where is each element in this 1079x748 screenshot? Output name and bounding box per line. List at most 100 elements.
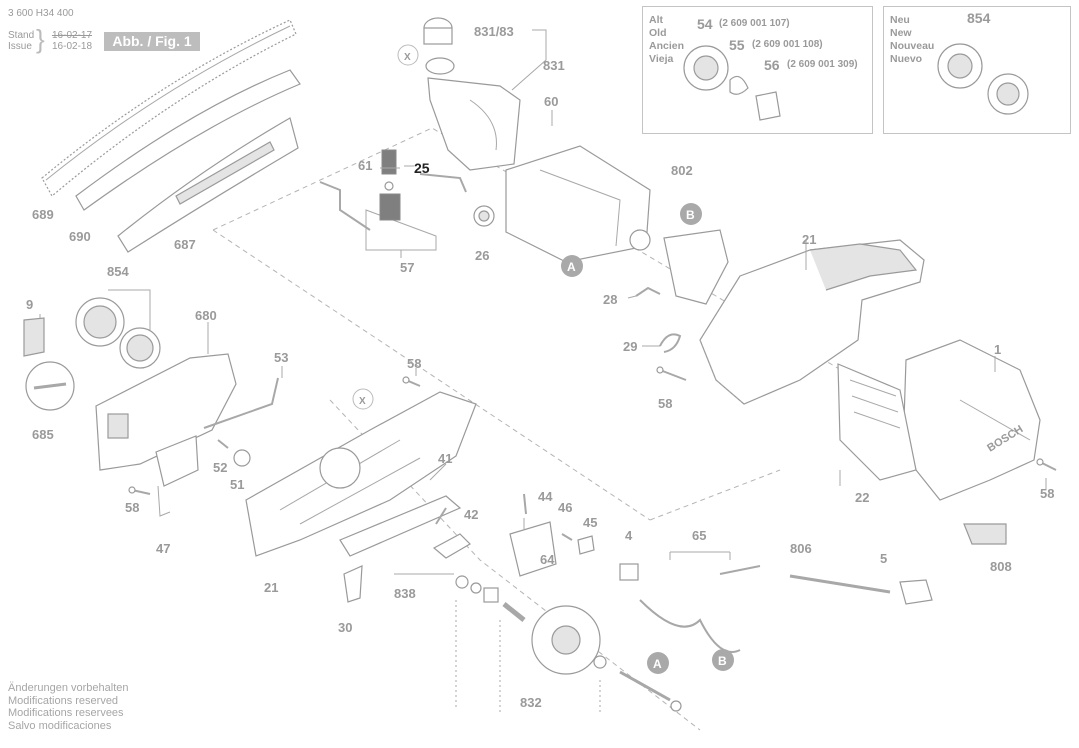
part-label-854: 854 <box>107 264 129 279</box>
part-label-57: 57 <box>400 260 414 275</box>
switch-part-64 <box>509 521 557 577</box>
part-label-53: 53 <box>274 350 288 365</box>
clamp-part-30 <box>343 565 363 603</box>
issue-label: Issue <box>8 41 32 52</box>
lang-label-es: Vieja <box>649 53 674 65</box>
part-label-689: 689 <box>32 207 54 222</box>
screw-part-58-mid <box>656 366 687 381</box>
screw-part-58-left <box>128 486 151 495</box>
chain-cover-part-680 <box>95 353 237 471</box>
motor-assembly <box>473 145 651 263</box>
lang-label-fr: Ancien <box>649 40 685 52</box>
screw-part-58-center <box>402 376 421 387</box>
part-label-61: 61 <box>358 158 372 173</box>
x-marker-label: X <box>359 396 366 407</box>
part-label-831: 831 <box>543 58 565 73</box>
part-label-58-right: 58 <box>1040 486 1054 501</box>
cable-part-806 <box>789 574 891 594</box>
a-marker-label: A <box>567 260 576 274</box>
part-label-5: 5 <box>880 551 887 566</box>
part-code-55: (2 609 001 108) <box>752 39 823 50</box>
part-label-832: 832 <box>520 695 542 710</box>
part-label-54: 54 <box>697 16 713 32</box>
date-new: 16-02-18 <box>52 41 93 52</box>
gear-train-part-832 <box>455 575 682 712</box>
part-label-21-top: 21 <box>802 232 816 247</box>
part-label-64: 64 <box>540 552 555 567</box>
lang-label-es: Nuevo <box>890 53 923 65</box>
notice-line-en: Modifications reserved <box>8 694 119 707</box>
button-part-45 <box>577 535 595 555</box>
part-label-831-83: 831/83 <box>474 24 514 39</box>
variant-box-new: Neu New Nouveau Nuevo <box>883 6 1071 134</box>
stand-label: Stand <box>8 30 35 41</box>
part-label-55: 55 <box>729 37 745 53</box>
terminal-part-4 <box>619 563 639 581</box>
lang-label-en: Old <box>649 27 667 39</box>
part-label-808: 808 <box>990 559 1012 574</box>
part-label-9: 9 <box>26 297 33 312</box>
part-label-22: 22 <box>855 490 869 505</box>
part-label-21-bottom: 21 <box>264 580 278 595</box>
part-code-54: (2 609 001 107) <box>719 18 790 29</box>
part-label-42: 42 <box>464 507 478 522</box>
slide-part-838 <box>339 495 462 557</box>
notice-line-de: Änderungen vorbehalten <box>8 682 129 694</box>
part-label-838: 838 <box>394 586 416 601</box>
oil-pump-group-part-57 <box>319 149 467 258</box>
part-label-680: 680 <box>195 308 217 323</box>
part-label-60: 60 <box>544 94 558 109</box>
a-marker-wiring: A <box>647 652 669 674</box>
part-label-854-new: 854 <box>967 10 991 26</box>
notice-line-fr: Modifications reservees <box>8 707 124 720</box>
spring-part-46 <box>561 533 573 541</box>
guide-bar-part-690 <box>75 69 301 211</box>
lang-label-fr: Nouveau <box>890 40 935 52</box>
a-marker-motor: A <box>561 255 583 277</box>
plug-part-5 <box>899 579 933 605</box>
chain-tensioner-wheel-part-685 <box>25 361 75 411</box>
modification-notice: Änderungen vorbehalten Modifications res… <box>8 682 128 732</box>
part-label-56: 56 <box>764 57 780 73</box>
plate-part-808 <box>963 523 1007 545</box>
part-label-45: 45 <box>583 515 597 530</box>
sprocket-part-854-left <box>75 297 161 369</box>
wiring-part-65 <box>639 551 761 653</box>
lang-label-en: New <box>890 27 912 39</box>
b-marker-label: B <box>686 208 695 222</box>
spring-part-44 <box>523 493 527 515</box>
variant-box-old: Alt Old Ancien Vieja <box>642 6 873 134</box>
part-label-51: 51 <box>230 477 244 492</box>
b-marker-label: B <box>718 654 727 668</box>
housing-part-1: BOSCH <box>903 339 1041 501</box>
label-part-9 <box>23 317 45 357</box>
part-code-56: (2 609 001 309) <box>787 59 858 70</box>
guide-bar-part-687 <box>117 117 299 253</box>
part-label-52: 52 <box>213 460 227 475</box>
part-label-58-center: 58 <box>407 356 421 371</box>
variant-new-parts-illustration <box>937 43 1029 115</box>
lang-label-de: Neu <box>890 14 910 26</box>
spring-part-28 <box>635 286 661 297</box>
x-marker-housing: X <box>352 388 374 410</box>
saw-chain-part-689 <box>41 19 297 197</box>
part-label-47: 47 <box>156 541 170 556</box>
part-label-685: 685 <box>32 427 54 442</box>
knob-part-51 <box>233 449 251 467</box>
clip-part-29 <box>659 333 682 353</box>
part-label-687: 687 <box>174 237 196 252</box>
part-label-46: 46 <box>558 500 572 515</box>
part-label-28: 28 <box>603 292 617 307</box>
part-label-690: 690 <box>69 229 91 244</box>
part-label-26: 26 <box>475 248 489 263</box>
b-marker-motor: B <box>680 203 702 225</box>
spring-part-42 <box>435 507 447 525</box>
x-marker: X <box>397 44 419 66</box>
b-marker-wiring: B <box>712 649 734 671</box>
part-label-44: 44 <box>538 489 553 504</box>
a-marker-label: A <box>653 657 662 671</box>
cover-part-22 <box>837 363 917 481</box>
bar-part-53 <box>203 377 279 429</box>
part-label-41: 41 <box>438 451 452 466</box>
lang-label-de: Alt <box>649 14 663 26</box>
